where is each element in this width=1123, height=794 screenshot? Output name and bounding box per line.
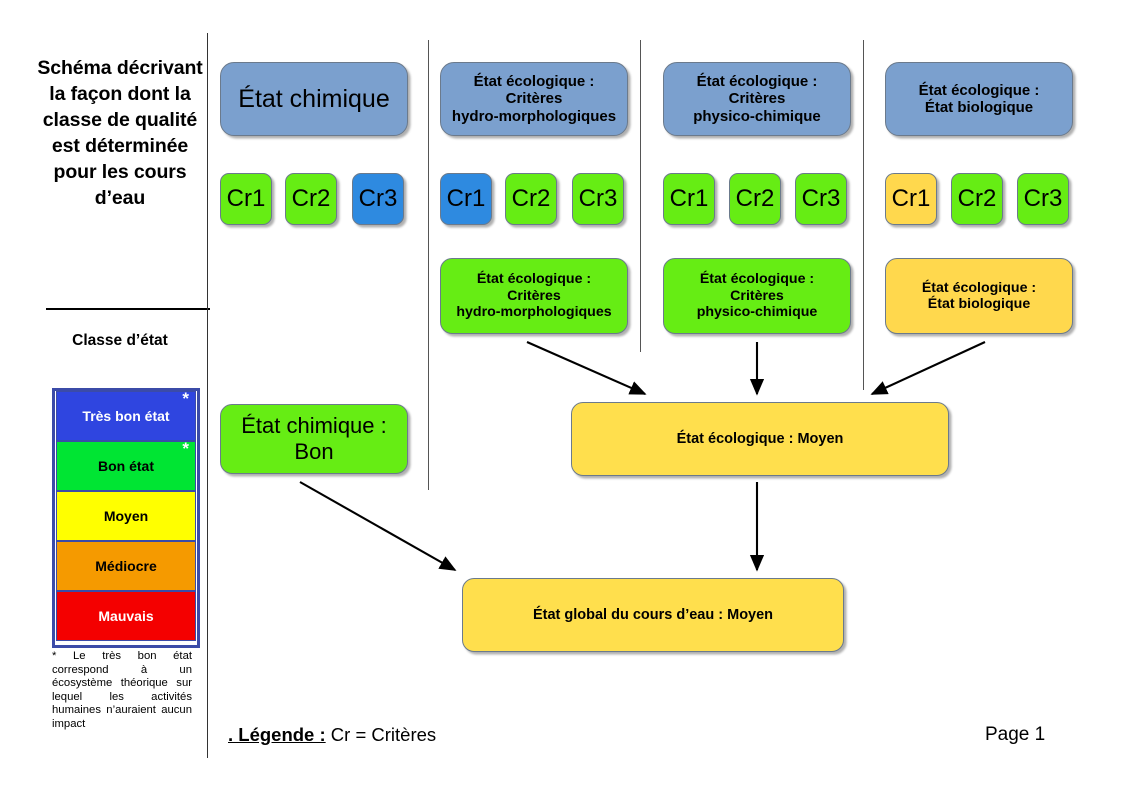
criterion-box-col3-cr1: Cr1 [663, 173, 715, 225]
header-label-line1: État écologique : [473, 72, 595, 90]
criterion-label: Cr1 [891, 185, 931, 213]
header-label-line1: État écologique : [918, 81, 1040, 99]
criterion-box-col1-cr3: Cr3 [352, 173, 404, 225]
result-label-line1: État écologique : [921, 279, 1037, 296]
arrow-hydro-to-ecological [526, 341, 647, 395]
header-label-line1: État écologique : [696, 72, 818, 90]
header-label-line2: Critères [728, 90, 786, 108]
scale-star-asterisk: * [182, 439, 189, 458]
criterion-box-col2-cr1: Cr1 [440, 173, 492, 225]
outcome-label: État écologique : Moyen [676, 430, 844, 447]
result-box-hydro-morphologiques: État écologique : Critères hydro-morphol… [440, 258, 628, 334]
criterion-label: Cr2 [291, 185, 331, 213]
outcome-box-etat-global: État global du cours d’eau : Moyen [462, 578, 844, 652]
header-box-etat-biologique: État écologique : État biologique [885, 62, 1073, 136]
header-label: État chimique [238, 84, 390, 113]
header-label-line2: Critères [505, 90, 563, 108]
result-box-etat-biologique: État écologique : État biologique [885, 258, 1073, 334]
outcome-box-etat-ecologique-moyen: État écologique : Moyen [571, 402, 949, 476]
criterion-box-col3-cr3: Cr3 [795, 173, 847, 225]
header-box-hydro-morphologiques: État écologique : Critères hydro-morphol… [440, 62, 628, 136]
criterion-label: Cr1 [226, 185, 266, 213]
left-panel-divider [46, 308, 210, 310]
left-panel: Schéma décrivant la façon dont la classe… [30, 55, 210, 211]
criterion-label: Cr2 [735, 185, 775, 213]
scale-star-asterisk: * [182, 389, 189, 408]
criterion-box-col1-cr2: Cr2 [285, 173, 337, 225]
header-label-line2: État biologique [924, 99, 1034, 116]
header-label-line3: hydro-morphologiques [451, 107, 617, 125]
result-label-line2: Critères [730, 287, 784, 304]
criterion-box-col4-cr1: Cr1 [885, 173, 937, 225]
criterion-label: Cr3 [578, 185, 618, 213]
result-label-line3: hydro-morphologiques [456, 304, 612, 321]
column-separator-3 [863, 40, 864, 390]
scale-band-bon-etat: * Bon état [56, 439, 196, 491]
criterion-label: Cr1 [446, 185, 486, 213]
scale-footnote: * Le très bon état correspond à un écosy… [52, 650, 192, 730]
column-separator-2 [640, 40, 641, 352]
footer-legend: . Légende : Cr = Critères [228, 724, 436, 746]
criterion-label: Cr2 [511, 185, 551, 213]
result-label-line2: Critères [507, 287, 561, 304]
outcome-label: État global du cours d’eau : Moyen [532, 606, 774, 623]
footer-legend-text: Cr = Critères [330, 724, 437, 745]
scale-band-label: Très bon état [82, 408, 170, 424]
scale-band-label: Moyen [103, 508, 149, 524]
criterion-box-col2-cr3: Cr3 [572, 173, 624, 225]
result-label-line2: État biologique [927, 296, 1031, 312]
criterion-label: Cr3 [1023, 185, 1063, 213]
page-title: Schéma décrivant la façon dont la classe… [37, 57, 203, 209]
result-label-line1: État écologique : [476, 271, 592, 288]
arrow-biologique-to-ecological [870, 341, 986, 395]
footer-legend-label: . Légende : [228, 724, 326, 745]
left-panel-vertical-rule [207, 33, 208, 758]
scale-band-mediocre: Médiocre [56, 541, 196, 591]
classe-detat-heading: Classe d’état [72, 332, 168, 349]
scale-band-moyen: Moyen [56, 491, 196, 541]
scale-band-label: Bon état [98, 458, 154, 474]
criterion-box-col2-cr2: Cr2 [505, 173, 557, 225]
criterion-label: Cr3 [358, 185, 398, 213]
scale-band-label: Médiocre [95, 558, 157, 574]
criterion-box-col1-cr1: Cr1 [220, 173, 272, 225]
criterion-box-col3-cr2: Cr2 [729, 173, 781, 225]
scale-band-mauvais: Mauvais [56, 591, 196, 641]
result-label-line1: État écologique : [699, 271, 815, 288]
outcome-box-etat-chimique-bon: État chimique : Bon [220, 404, 408, 474]
scale-band-tres-bon-etat: * Très bon état [56, 389, 196, 441]
header-box-physico-chimique: État écologique : Critères physico-chimi… [663, 62, 851, 136]
page-number: Page 1 [985, 724, 1046, 745]
criterion-box-col4-cr3: Cr3 [1017, 173, 1069, 225]
criterion-label: Cr1 [669, 185, 709, 213]
quality-class-scale: * Très bon état * Bon état Moyen Médiocr… [52, 388, 200, 648]
criterion-box-col4-cr2: Cr2 [951, 173, 1003, 225]
column-separator-1 [428, 40, 429, 490]
criterion-label: Cr2 [957, 185, 997, 213]
scale-band-label: Mauvais [98, 608, 154, 624]
outcome-label-line2: Bon [294, 439, 334, 464]
result-box-physico-chimique: État écologique : Critères physico-chimi… [663, 258, 851, 334]
header-box-etat-chimique: État chimique [220, 62, 408, 136]
arrow-chemical-to-global [299, 481, 457, 571]
outcome-label-line1: État chimique : [241, 413, 387, 439]
result-label-line3: physico-chimique [696, 304, 818, 321]
criterion-label: Cr3 [801, 185, 841, 213]
header-label-line3: physico-chimique [693, 107, 821, 125]
